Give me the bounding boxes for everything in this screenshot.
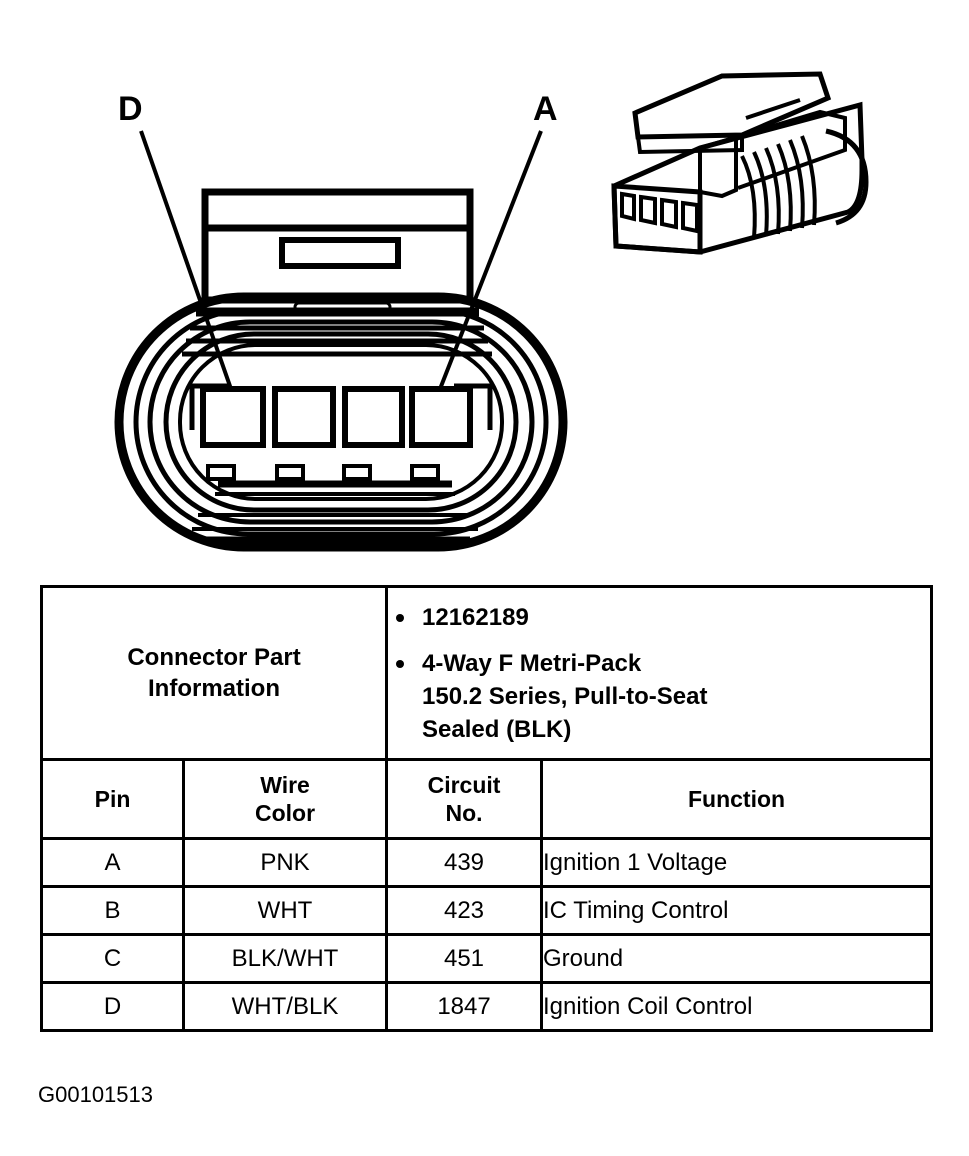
connector-front-view [114,292,568,552]
pin-cavity-1 [200,386,266,448]
table-row: A PNK 439 Ignition 1 Voltage [40,837,934,888]
cell-circuit-no: 1847 [385,981,544,1032]
leader-line-d [139,130,233,390]
column-header-wire-color: Wire Color [181,758,389,840]
retainer-tab-3 [342,464,372,481]
body-ring-3 [147,319,535,525]
column-header-circuit-line1: Circuit [427,772,501,798]
band-keyway [293,301,392,313]
iso-latch-slot [745,98,801,120]
part-bullet-list: 12162189 4-Way F Metri-Pack 150.2 Series… [388,601,930,746]
retainer-tab-2 [275,464,305,481]
pin-cavity-3 [342,386,405,448]
terminal-cavities [200,386,473,448]
retainer-tab-1 [206,464,236,481]
latch-window [279,237,401,269]
iso-housing-body [611,101,865,255]
body-ring-inner [178,343,504,501]
part-bullet-part-number: 12162189 [396,601,930,634]
cell-function: IC Timing Control [540,885,934,936]
part-description-line1: 4-Way F Metri-Pack [422,649,642,677]
cell-wire-color: PNK [181,837,389,888]
connector-figure: D A [0,0,969,570]
iso-front-face [611,183,703,255]
iso-latch-arm [632,71,832,140]
part-bullet-description: 4-Way F Metri-Pack 150.2 Series, Pull-to… [396,647,930,746]
part-number-text: 12162189 [422,603,529,631]
iso-latch-arm-edge [636,135,744,155]
iso-wire-seal-ribs [740,135,817,239]
iso-rib-3 [764,147,781,235]
iso-slot-1 [620,191,636,222]
column-header-pin: Pin [40,758,185,840]
part-info-label-line1: Connector Part [127,644,301,671]
table-row: C BLK/WHT 451 Ground [40,933,934,984]
column-header-function: Function [540,758,934,840]
body-top-bands [182,297,492,357]
leader-line-a [438,130,543,390]
cell-circuit-no: 423 [385,885,544,936]
retainer-tabs [206,464,452,488]
cell-pin: A [40,837,185,888]
cell-wire-color: BLK/WHT [181,933,389,984]
connector-part-bullet-list-cell: 12162189 4-Way F Metri-Pack 150.2 Series… [385,585,934,761]
iso-rear-cap [825,128,869,226]
iso-rib-6 [800,135,817,226]
inner-shoulder-notches [189,383,493,430]
retainer-tab-4 [410,464,440,481]
part-info-label-line2: Information [148,675,280,702]
table-row: B WHT 423 IC Timing Control [40,885,934,936]
iso-rib-5 [788,139,805,229]
connector-part-information-table: Connector Part Information 12162189 4-Wa… [39,585,934,1032]
latch-tower-outline [201,188,474,304]
cell-wire-color: WHT/BLK [181,981,389,1032]
column-header-circuit-line2: No. [445,800,483,826]
cell-wire-color: WHT [181,885,389,936]
pin-cavity-2 [272,386,336,448]
cell-function: Ignition Coil Control [540,981,934,1032]
iso-rib-4 [776,143,793,232]
iso-rib-2 [752,151,769,237]
callout-label-d: D [118,90,143,128]
connector-drawing-svg [114,71,869,552]
table-header-row: Pin Wire Color Circuit No. Function [40,758,934,840]
part-description-line3: Sealed (BLK) [422,715,572,743]
iso-terminal-slots [620,191,699,234]
body-ring-4 [163,331,519,513]
notch-left [189,383,228,430]
cell-circuit-no: 451 [385,933,544,984]
iso-latch-tab [698,140,738,199]
connector-iso-view [611,71,869,255]
iso-slot-2 [639,194,657,226]
pin-cavity-4 [409,386,473,448]
table-row: D WHT/BLK 1847 Ignition Coil Control [40,981,934,1032]
figure-id-label: G00101513 [38,1082,153,1107]
callout-label-a: A [533,90,558,128]
connector-part-information-label: Connector Part Information [39,585,389,761]
latch-tower [201,188,474,304]
column-header-circuit-no: Circuit No. [385,758,544,840]
iso-rib-1 [740,155,757,239]
cell-pin: D [40,981,185,1032]
body-bottom-bands [192,492,478,544]
table-row-part-info: Connector Part Information 12162189 4-Wa… [39,585,934,761]
column-header-wire-color-line1: Wire [260,772,310,798]
cell-function: Ignition 1 Voltage [540,837,934,888]
iso-slot-4 [681,200,699,234]
leader-lines [139,130,543,390]
part-description-line2: 150.2 Series, Pull-to-Seat [422,682,708,710]
cell-pin: B [40,885,185,936]
cell-pin: C [40,933,185,984]
cell-circuit-no: 439 [385,837,544,888]
iso-slot-3 [660,197,678,230]
cell-function: Ground [540,933,934,984]
column-header-wire-color-line2: Color [254,800,316,826]
